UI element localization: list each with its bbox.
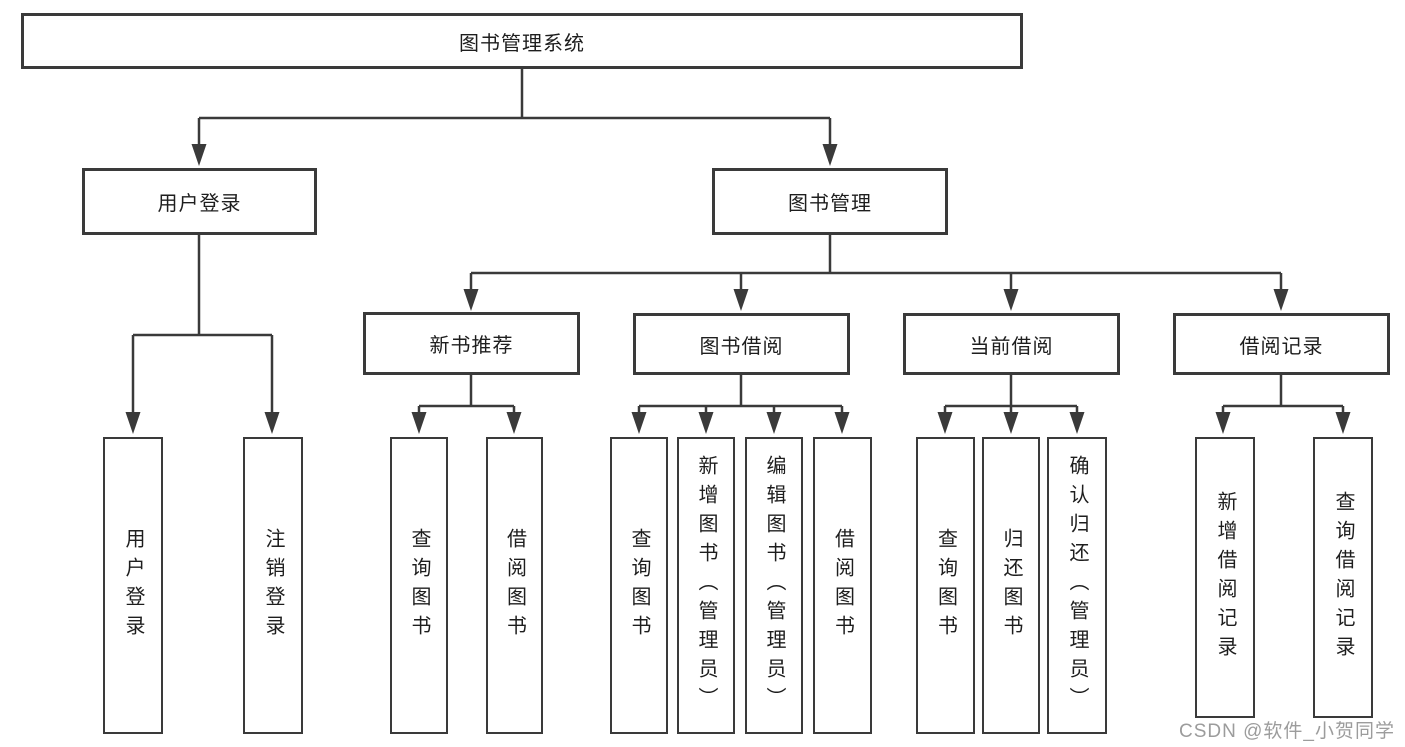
node-label: 用户登录 <box>157 193 242 215</box>
csdn-watermark: CSDN @软件_小贺同学 <box>1179 721 1395 742</box>
leaf-label: 用户登录 <box>122 527 144 644</box>
node-library-management-system: 图书管理系统 <box>21 13 1023 69</box>
arrowheads-path <box>125 144 1351 434</box>
leaf-label: 归还图书 <box>1000 527 1022 644</box>
leaf-query-borrow-record: 查询借阅记录 <box>1313 437 1373 718</box>
leaf-borrow-books-recommend: 借阅图书 <box>486 437 543 734</box>
node-book-management: 图书管理 <box>712 168 948 235</box>
leaf-confirm-return-admin: 确认归还（管理员） <box>1047 437 1107 734</box>
leaf-label: 编辑图书（管理员） <box>763 455 785 716</box>
leaf-borrow-books: 借阅图书 <box>813 437 872 734</box>
node-label: 借阅记录 <box>1239 335 1324 358</box>
node-label: 图书管理 <box>788 193 872 215</box>
node-new-book-recommendation: 新书推荐 <box>363 312 580 375</box>
leaf-edit-books-admin: 编辑图书（管理员） <box>745 437 803 734</box>
leaf-label: 新增借阅记录 <box>1214 490 1236 665</box>
leaf-user-login: 用户登录 <box>103 437 163 734</box>
node-label: 图书借阅 <box>699 335 784 358</box>
leaf-label: 查询借阅记录 <box>1332 490 1354 665</box>
leaf-query-books-current: 查询图书 <box>916 437 975 734</box>
leaf-return-books: 归还图书 <box>982 437 1040 734</box>
leaf-label: 借阅图书 <box>503 527 526 644</box>
leaf-query-books-recommend: 查询图书 <box>390 437 448 734</box>
leaf-query-books-borrow: 查询图书 <box>610 437 668 734</box>
leaf-label: 借阅图书 <box>831 527 854 644</box>
connector-lines-path <box>131 69 1345 412</box>
leaf-label: 查询图书 <box>408 527 430 644</box>
node-label: 当前借阅 <box>969 335 1054 358</box>
leaf-add-books-admin: 新增图书（管理员） <box>677 437 735 734</box>
leaf-label: 注销登录 <box>262 527 284 644</box>
leaf-label: 确认归还（管理员） <box>1066 455 1088 716</box>
node-borrowing-records: 借阅记录 <box>1173 313 1390 375</box>
node-book-borrowing: 图书借阅 <box>633 313 850 375</box>
leaf-label: 查询图书 <box>934 527 957 644</box>
leaf-label: 新增图书（管理员） <box>695 455 717 716</box>
leaf-label: 查询图书 <box>628 527 650 644</box>
leaf-logout: 注销登录 <box>243 437 303 734</box>
leaf-add-borrow-record: 新增借阅记录 <box>1195 437 1255 718</box>
node-current-borrowing: 当前借阅 <box>903 313 1120 375</box>
node-user-login: 用户登录 <box>82 168 317 235</box>
node-label: 新书推荐 <box>429 335 514 357</box>
node-label: 图书管理系统 <box>459 32 585 55</box>
